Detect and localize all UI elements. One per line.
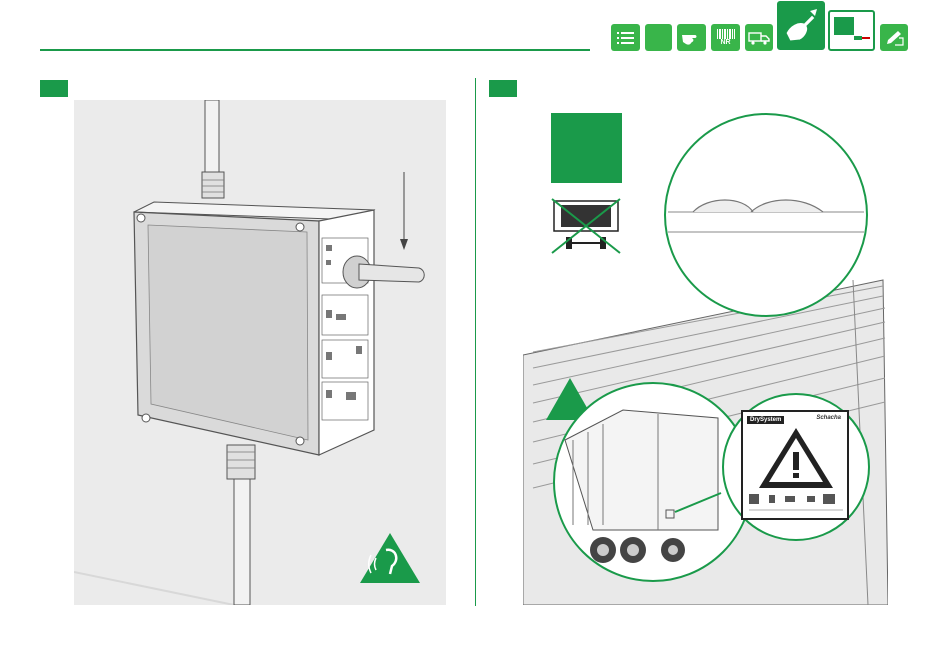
pencil-icon (884, 29, 904, 47)
sign-brand-right: Schacha (816, 415, 841, 421)
warning-sign: DrySystem Schacha (741, 410, 849, 520)
nav-tab-barcode[interactable]: NR (711, 24, 740, 51)
nav-tab-tool[interactable] (828, 10, 875, 51)
nav-tab-list[interactable] (611, 24, 640, 51)
sign-pictograms (747, 492, 845, 514)
roof-detail-zoom (663, 112, 869, 318)
nav-tab-truck[interactable] (745, 24, 773, 51)
barcode-label: NR (720, 39, 730, 47)
nav-tab-pointing[interactable] (677, 24, 706, 51)
list-icon (616, 30, 636, 46)
pointing-hand-icon (681, 30, 703, 46)
barcode-icon (716, 29, 736, 39)
step-marker-left (40, 80, 68, 97)
sign-brand-left: DrySystem (747, 416, 784, 424)
control-box-drawing (74, 100, 446, 605)
step-marker-right (489, 80, 517, 97)
tool-icon (832, 14, 872, 48)
nav-tab-pencil[interactable] (880, 24, 908, 51)
control-box-illustration (74, 100, 446, 605)
header-rule (40, 49, 590, 51)
truck-icon (748, 31, 770, 45)
column-divider (475, 78, 476, 606)
exclamation-triangle-icon (757, 426, 835, 490)
nav-tab-blank[interactable] (645, 24, 672, 51)
status-color-block (551, 113, 622, 183)
hand-writing-icon (782, 7, 820, 45)
nav-tab-hand-writing[interactable] (777, 1, 825, 50)
no-axle-lift-icon (548, 197, 624, 255)
